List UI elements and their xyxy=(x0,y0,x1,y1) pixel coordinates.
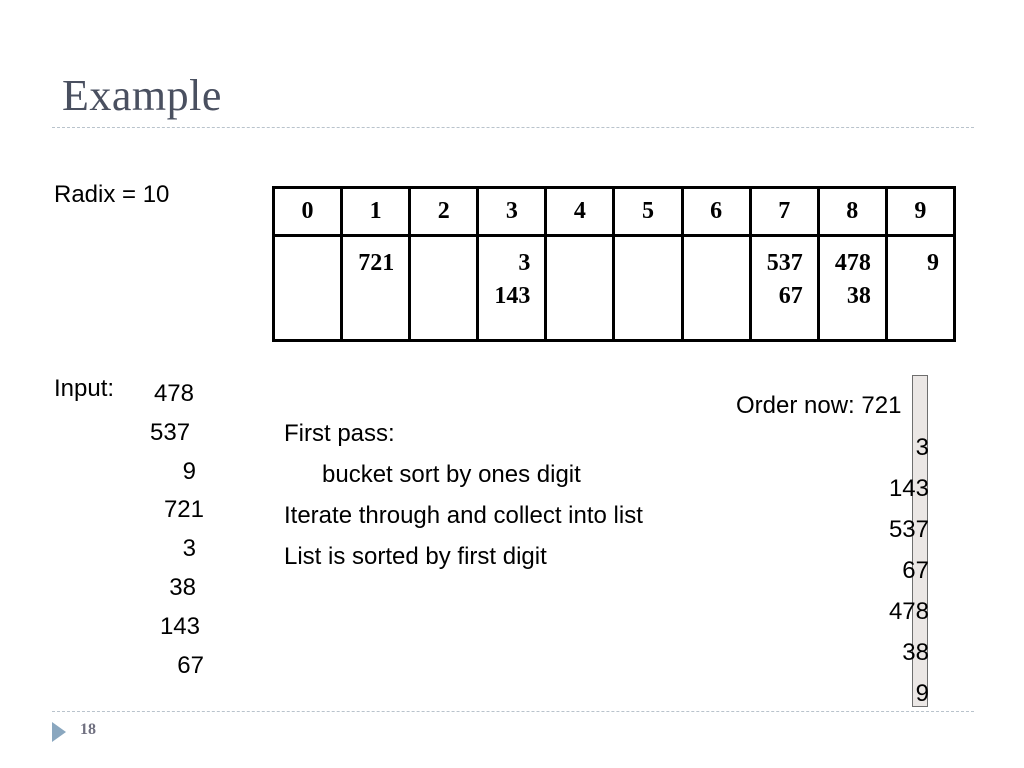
input-value: 478 xyxy=(153,380,194,407)
page-number: 18 xyxy=(80,721,96,738)
order-value: 38 xyxy=(902,639,929,666)
ones-digit-highlight xyxy=(912,375,928,707)
input-value: 38 xyxy=(169,573,196,601)
bucket-cell-1: 721 xyxy=(340,234,412,342)
order-value: 3 xyxy=(915,434,929,461)
input-value: 9 xyxy=(182,457,196,485)
bucket-value: 537 xyxy=(766,250,803,276)
order-value: 537 xyxy=(888,516,929,543)
note-sorted: List is sorted by first digit xyxy=(284,543,547,570)
order-value: 143 xyxy=(888,475,929,502)
order-value: 9 xyxy=(915,680,929,707)
note-bucket-sort: bucket sort by ones digit xyxy=(322,461,581,488)
slide-title: Example xyxy=(62,71,222,120)
bucket-value: 67 xyxy=(778,283,803,309)
bucket-header: 5 xyxy=(612,186,684,237)
bucket-value: 3 xyxy=(518,250,531,276)
triangle-bullet-icon xyxy=(52,722,66,742)
input-value: 3 xyxy=(182,535,196,563)
note-first-pass: First pass: xyxy=(284,420,395,447)
bucket-cell-8: 478 38 xyxy=(816,234,888,342)
bucket-cell-2 xyxy=(408,234,480,342)
bucket-cell-4 xyxy=(544,234,616,342)
bucket-header: 6 xyxy=(680,186,752,237)
bucket-header: 3 xyxy=(476,186,548,237)
radix-label: Radix = 10 xyxy=(54,181,170,208)
bucket-table: 0 1 2 3 4 5 6 7 8 9 721 3 143 537 67 478… xyxy=(271,186,957,342)
bucket-value: 478 xyxy=(834,250,871,276)
pass-notes: First pass: bucket sort by ones digit It… xyxy=(284,419,643,583)
bucket-value: 38 xyxy=(846,283,871,309)
bucket-header: 0 xyxy=(271,186,344,237)
bucket-header: 2 xyxy=(408,186,480,237)
bucket-header-row: 0 1 2 3 4 5 6 7 8 9 xyxy=(271,186,957,237)
input-value: 143 xyxy=(159,612,200,640)
bucket-cell-7: 537 67 xyxy=(748,234,820,342)
input-label: Input: xyxy=(54,375,115,402)
bucket-header: 4 xyxy=(544,186,616,237)
input-value: 721 xyxy=(163,496,204,524)
footer-divider xyxy=(52,711,974,712)
bucket-cell-9: 9 xyxy=(884,234,957,342)
bucket-header: 8 xyxy=(816,186,888,237)
bucket-value: 721 xyxy=(358,250,395,276)
bucket-cell-6 xyxy=(680,234,752,342)
bucket-content-row: 721 3 143 537 67 478 38 9 xyxy=(271,234,957,342)
bucket-header: 1 xyxy=(340,186,412,237)
bucket-value: 9 xyxy=(927,250,939,276)
title-divider xyxy=(52,127,974,128)
bucket-cell-0 xyxy=(271,234,344,342)
bucket-value: 143 xyxy=(494,283,531,309)
bucket-header: 7 xyxy=(748,186,820,237)
bucket-header: 9 xyxy=(884,186,957,237)
input-value: 67 xyxy=(177,651,204,679)
order-value: 67 xyxy=(902,557,929,584)
order-list: 0 3 143 537 67 478 38 9 xyxy=(840,392,929,720)
bucket-cell-5 xyxy=(612,234,684,342)
input-list: 478 537 9 721 3 38 143 67 xyxy=(150,375,204,685)
bucket-cell-3: 3 143 xyxy=(476,234,548,342)
order-value: 478 xyxy=(888,598,929,625)
note-iterate: Iterate through and collect into list xyxy=(284,502,643,529)
input-value: 537 xyxy=(150,418,191,446)
order-value: 721 xyxy=(861,392,902,419)
order-label-text: Order now: xyxy=(736,392,862,419)
order-label: Order now: 721 xyxy=(736,392,901,420)
